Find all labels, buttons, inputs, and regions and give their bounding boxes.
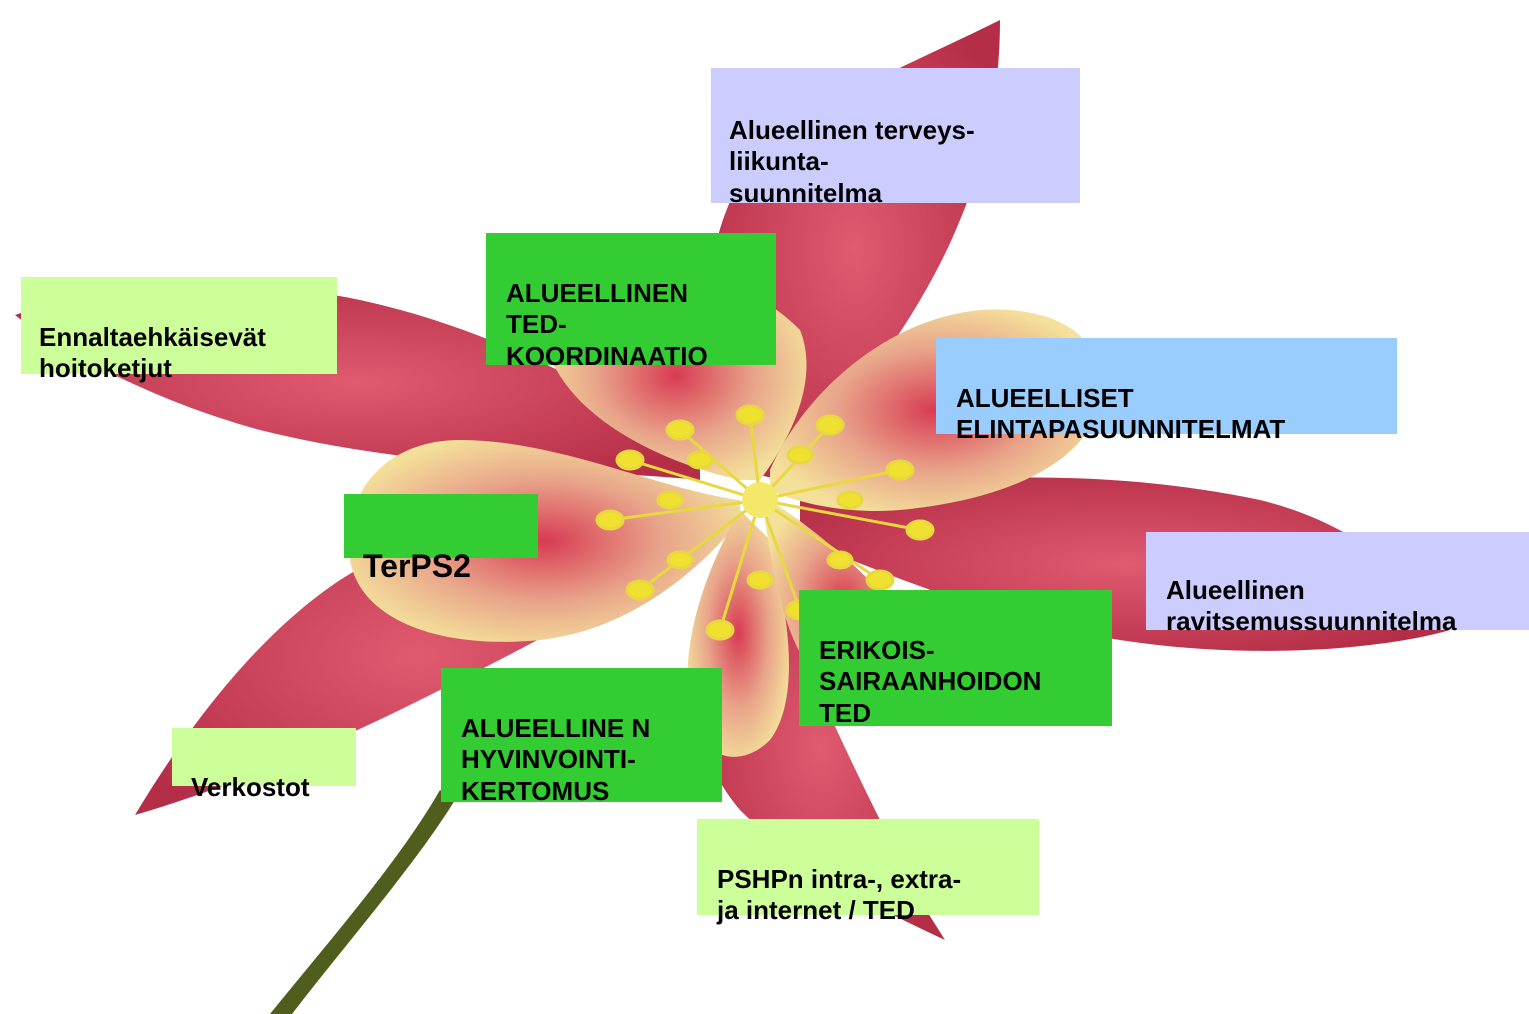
verkostot-text: Verkostot (191, 772, 310, 802)
ted-koordinaatio-box: ALUEELLINEN TED- KOORDINAATIO (486, 233, 776, 365)
erikoissairaanhoito-box: ERIKOIS- SAIRAANHOIDON TED (799, 590, 1112, 726)
elintapasuunnitelmat-text: ALUEELLISET ELINTAPASUUNNITELMAT (956, 383, 1285, 444)
ravitsemus-text: Alueellinen ravitsemussuunnitelma (1166, 575, 1456, 636)
terveysliikunta-box: Alueellinen terveys- liikunta- suunnitel… (711, 68, 1080, 203)
terveysliikunta-text: Alueellinen terveys- liikunta- suunnitel… (729, 115, 975, 207)
ravitsemus-box: Alueellinen ravitsemussuunnitelma (1146, 532, 1529, 630)
ted-koordinaatio-text: ALUEELLINEN TED- KOORDINAATIO (506, 278, 708, 370)
erikoissairaanhoito-text: ERIKOIS- SAIRAANHOIDON TED (819, 635, 1041, 727)
elintapasuunnitelmat-box: ALUEELLISET ELINTAPASUUNNITELMAT (936, 338, 1397, 434)
stem (270, 790, 455, 1014)
pshp-box: PSHPn intra-, extra- ja internet / TED (697, 819, 1039, 915)
hyvinvointikertomus-box: ALUEELLINE N HYVINVOINTI- KERTOMUS (441, 668, 722, 802)
flower-center (742, 482, 778, 518)
terps2-box: TerPS2 (344, 494, 538, 558)
ennaltaehkaisevat-box: Ennaltaehkäisevät hoitoketjut (21, 277, 337, 374)
verkostot-box: Verkostot (172, 728, 356, 786)
hyvinvointikertomus-text: ALUEELLINE N HYVINVOINTI- KERTOMUS (461, 713, 650, 805)
terps2-text: TerPS2 (363, 548, 471, 584)
